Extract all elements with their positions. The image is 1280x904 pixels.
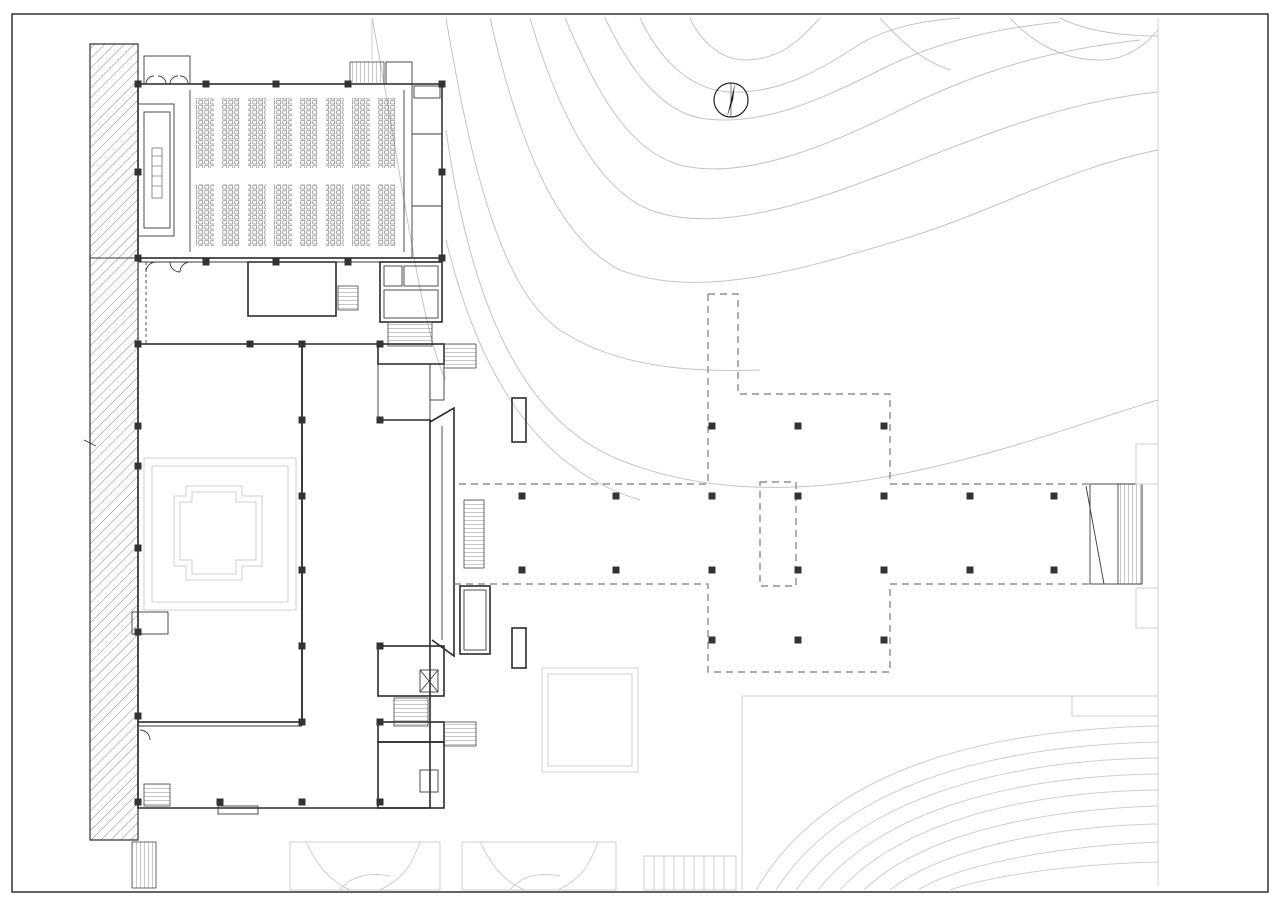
lower-core — [377, 645, 477, 809]
main-exhibition-hall — [131, 343, 303, 723]
column-marker — [794, 636, 802, 644]
drawing-frame — [11, 13, 1269, 893]
south-wing — [137, 722, 430, 815]
column-marker — [134, 168, 142, 176]
column-marker — [438, 254, 446, 262]
column-marker — [134, 340, 142, 348]
column-marker — [880, 492, 888, 500]
column-marker — [1050, 492, 1058, 500]
upper-core — [377, 261, 477, 421]
column-marker — [298, 416, 306, 424]
column-marker — [376, 416, 384, 424]
column-marker — [708, 636, 716, 644]
column-marker — [518, 566, 526, 574]
column-marker — [708, 422, 716, 430]
column-marker — [376, 340, 384, 348]
column-marker — [344, 80, 352, 88]
sunken-square-plaza — [541, 667, 639, 773]
column-marker — [794, 422, 802, 430]
column-marker — [202, 258, 210, 266]
corridor-walls — [302, 343, 491, 808]
planter-box — [511, 627, 527, 669]
column-marker — [376, 798, 384, 806]
amphitheater-terraces — [741, 695, 1159, 891]
column-marker — [344, 258, 352, 266]
column-marker — [880, 636, 888, 644]
column-marker — [438, 80, 446, 88]
auditorium-hall — [137, 55, 443, 259]
column-marker — [708, 566, 716, 574]
column-marker — [272, 258, 280, 266]
column-marker — [376, 642, 384, 650]
column-marker — [518, 492, 526, 500]
column-marker — [966, 492, 974, 500]
column-marker — [134, 712, 142, 720]
column-marker — [298, 642, 306, 650]
column-marker — [794, 566, 802, 574]
north-arrow-icon — [713, 82, 749, 118]
column-marker — [202, 80, 210, 88]
column-marker — [134, 80, 142, 88]
retaining-wall — [83, 43, 139, 841]
column-marker — [134, 422, 142, 430]
column-marker — [298, 566, 306, 574]
column-marker — [298, 492, 306, 500]
column-marker — [438, 168, 446, 176]
column-marker — [134, 798, 142, 806]
column-marker — [298, 718, 306, 726]
column-marker — [708, 492, 716, 500]
column-marker — [880, 422, 888, 430]
column-marker — [376, 718, 384, 726]
east-entrance-stairs — [1085, 443, 1159, 629]
column-marker — [612, 566, 620, 574]
column-marker — [880, 566, 888, 574]
planter-box — [511, 397, 527, 443]
canopy-outline — [454, 293, 1090, 673]
south-entrance-steps — [131, 841, 157, 889]
column-marker — [134, 628, 142, 636]
column-marker — [612, 492, 620, 500]
column-marker — [298, 798, 306, 806]
landscape-paths — [289, 18, 1159, 891]
column-marker — [1050, 566, 1058, 574]
column-marker — [134, 462, 142, 470]
column-marker — [272, 80, 280, 88]
structural-columns — [134, 80, 1058, 806]
column-marker — [794, 492, 802, 500]
column-marker — [966, 566, 974, 574]
column-marker — [134, 254, 142, 262]
column-marker — [216, 798, 224, 806]
auditorium-seating — [196, 98, 396, 246]
lobby-annex — [138, 261, 380, 344]
contour-lines — [371, 17, 1159, 501]
column-marker — [298, 340, 306, 348]
column-marker — [246, 340, 254, 348]
column-marker — [134, 544, 142, 552]
